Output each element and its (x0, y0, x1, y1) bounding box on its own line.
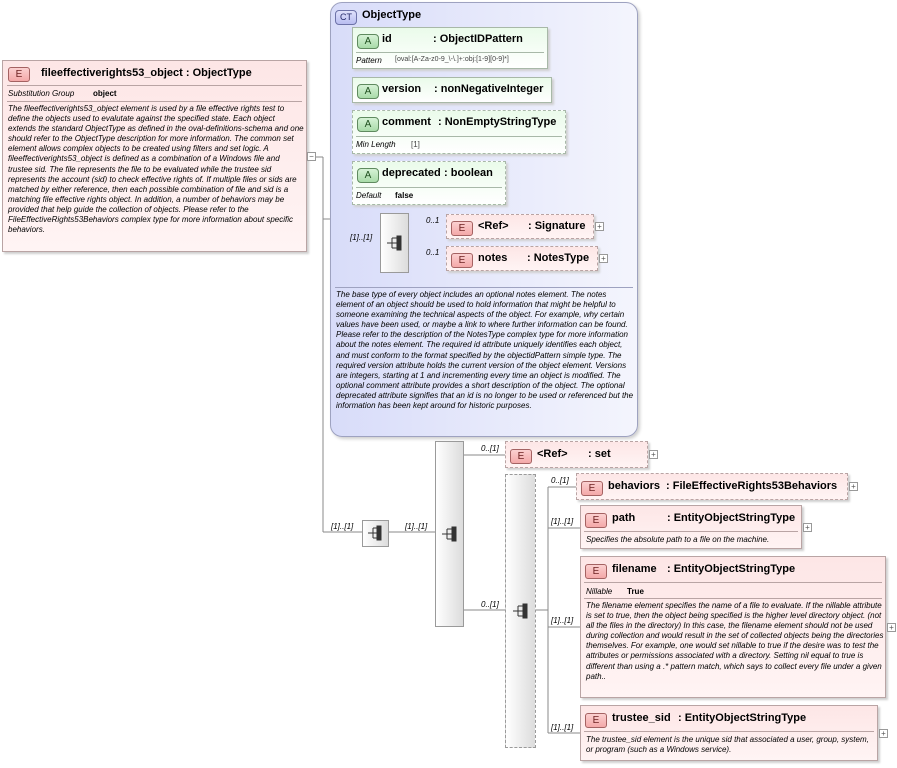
element-name: notes (478, 252, 508, 264)
attribute-version[interactable]: A version : nonNegativeInteger (352, 77, 552, 103)
expand-icon[interactable]: + (887, 623, 896, 632)
element-documentation: The filename element specifies the name … (586, 601, 884, 681)
element-path[interactable]: E path : EntityObjectStringType Specifie… (580, 505, 802, 549)
element-notes[interactable]: E notes : NotesType (446, 246, 598, 271)
element-ref-signature[interactable]: E <Ref> : Signature (446, 214, 594, 239)
element-prop-value: True (627, 587, 644, 596)
element-tag-icon: E (451, 252, 473, 270)
attribute-name: comment (382, 116, 431, 128)
element-name: <Ref> (478, 220, 509, 232)
attribute-tag-icon: A (357, 33, 379, 51)
sequence-icon (513, 603, 528, 619)
element-tag-icon: E (585, 512, 607, 530)
element-tag-icon: E (8, 66, 30, 84)
substitution-group-value: object (93, 89, 117, 98)
element-type: : EntityObjectStringType (667, 512, 796, 524)
substitution-group-label: Substitution Group (8, 89, 75, 98)
element-filename[interactable]: E filename : EntityObjectStringType Nill… (580, 556, 886, 698)
root-element-name: fileeffectiverights53_object (41, 67, 183, 79)
expand-icon[interactable]: + (879, 729, 888, 738)
child-occurrence: 0..[1] (551, 476, 569, 485)
root-element-box[interactable]: E fileeffectiverights53_object : ObjectT… (2, 60, 307, 252)
element-name: <Ref> (537, 448, 568, 460)
attribute-tag-icon: A (357, 83, 379, 101)
sequence-icon (368, 525, 382, 541)
child-occurrence: [1]..[1] (551, 517, 574, 526)
element-type: : EntityObjectStringType (678, 712, 807, 724)
sequence-occurrence: [1]..[1] (350, 233, 373, 242)
element-prop-label: Nillable (586, 587, 613, 596)
attribute-name: version (382, 83, 422, 95)
element-name: trustee_sid (612, 712, 671, 724)
element-type: : Signature (528, 220, 586, 232)
expand-icon[interactable]: + (595, 222, 604, 231)
objecttype-title: ObjectType (362, 9, 422, 21)
expand-icon[interactable]: + (599, 254, 608, 263)
child-occurrence: 0..1 (426, 248, 440, 257)
root-documentation: The fileeffectiverights53_object element… (8, 104, 304, 235)
objecttype-documentation: The base type of every object includes a… (336, 290, 634, 411)
attribute-name: id (382, 33, 392, 45)
attribute-type: : ObjectIDPattern (433, 33, 523, 45)
root-element-type: : ObjectType (185, 67, 252, 79)
expand-icon[interactable]: + (849, 482, 858, 491)
expand-icon[interactable]: + (649, 450, 658, 459)
inner-sequence-compositor[interactable] (505, 474, 536, 748)
element-documentation: The trustee_sid element is the unique si… (586, 735, 869, 755)
attribute-prop-value: false (395, 191, 414, 200)
child-occurrence: [1]..[1] (551, 616, 574, 625)
element-name: filename (612, 563, 657, 575)
attribute-type: : nonNegativeInteger (434, 83, 544, 95)
attribute-comment[interactable]: A comment : NonEmptyStringType Min Lengt… (352, 110, 566, 154)
element-tag-icon: E (451, 220, 473, 238)
element-type: : EntityObjectStringType (667, 563, 796, 575)
attribute-tag-icon: A (357, 167, 379, 185)
sequence-icon (387, 235, 402, 251)
attribute-deprecated[interactable]: A deprecated : boolean Default false (352, 161, 506, 205)
inner-sequence-occurrence: 0..[1] (481, 600, 499, 609)
element-documentation: Specifies the absolute path to a file on… (586, 535, 770, 544)
element-name: behaviors (608, 480, 660, 492)
attribute-type: : NonEmptyStringType (438, 116, 557, 128)
attribute-name: deprecated (382, 167, 441, 179)
element-type: : NotesType (527, 252, 590, 264)
element-tag-icon: E (581, 480, 603, 498)
element-type: : set (588, 448, 611, 460)
sequence-compositor[interactable] (362, 520, 389, 547)
element-tag-icon: E (585, 712, 607, 730)
attribute-id[interactable]: A id : ObjectIDPattern Pattern [oval:[A-… (352, 27, 548, 69)
element-tag-icon: E (510, 448, 532, 466)
sequence-occurrence: [1]..[1] (331, 522, 354, 531)
complex-type-icon: CT (335, 9, 357, 27)
element-trustee-sid[interactable]: E trustee_sid : EntityObjectStringType T… (580, 705, 878, 761)
attribute-type: : boolean (444, 167, 493, 179)
choice-compositor[interactable] (435, 441, 464, 627)
attribute-prop-value: [oval:[A-Za-z0-9_\-\.]+:obj:[1-9][0-9]*] (395, 56, 509, 63)
collapse-icon[interactable]: − (307, 152, 316, 161)
element-type: : FileEffectiveRights53Behaviors (666, 480, 838, 492)
expand-icon[interactable]: + (803, 523, 812, 532)
attribute-tag-icon: A (357, 116, 379, 134)
element-tag-icon: E (585, 563, 607, 581)
attribute-prop-value: [1] (411, 140, 420, 149)
child-occurrence: 0..1 (426, 216, 440, 225)
set-occurrence: 0..[1] (481, 444, 499, 453)
choice-occurrence: [1]..[1] (405, 522, 428, 531)
attribute-prop-label: Min Length (356, 140, 396, 149)
sequence-compositor[interactable] (380, 213, 409, 273)
sequence-icon (442, 526, 457, 542)
element-behaviors[interactable]: E behaviors : FileEffectiveRights53Behav… (576, 473, 848, 500)
element-name: path (612, 512, 636, 524)
attribute-prop-label: Pattern (356, 56, 382, 65)
element-ref-set[interactable]: E <Ref> : set (505, 441, 648, 468)
child-occurrence: [1]..[1] (551, 723, 574, 732)
attribute-prop-label: Default (356, 191, 382, 200)
